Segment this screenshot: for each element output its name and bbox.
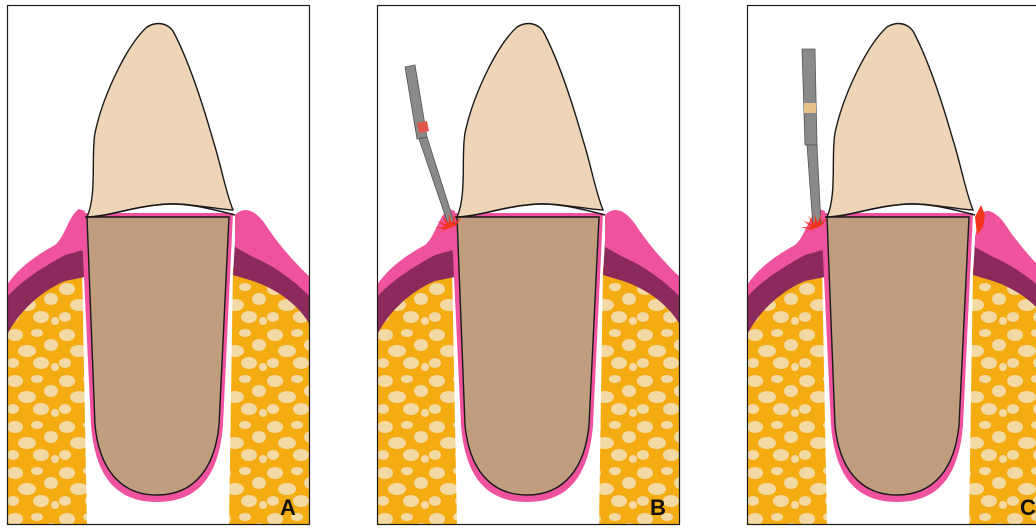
panel-content [747, 5, 1036, 525]
panel-c: C [747, 5, 1036, 525]
panel-content [7, 5, 310, 525]
panel-b: B [377, 5, 680, 525]
panel-content [377, 5, 680, 525]
tooth-root [457, 217, 599, 495]
panel-label-c: C [1020, 495, 1036, 520]
panel-a: A [7, 5, 310, 525]
panel-label-b: B [650, 495, 666, 520]
bur-band [417, 121, 429, 133]
panel-label-a: A [280, 495, 296, 520]
bur-band [804, 103, 816, 113]
tooth-root [87, 217, 229, 495]
tooth-root [827, 217, 969, 495]
bur-handle [802, 49, 817, 145]
